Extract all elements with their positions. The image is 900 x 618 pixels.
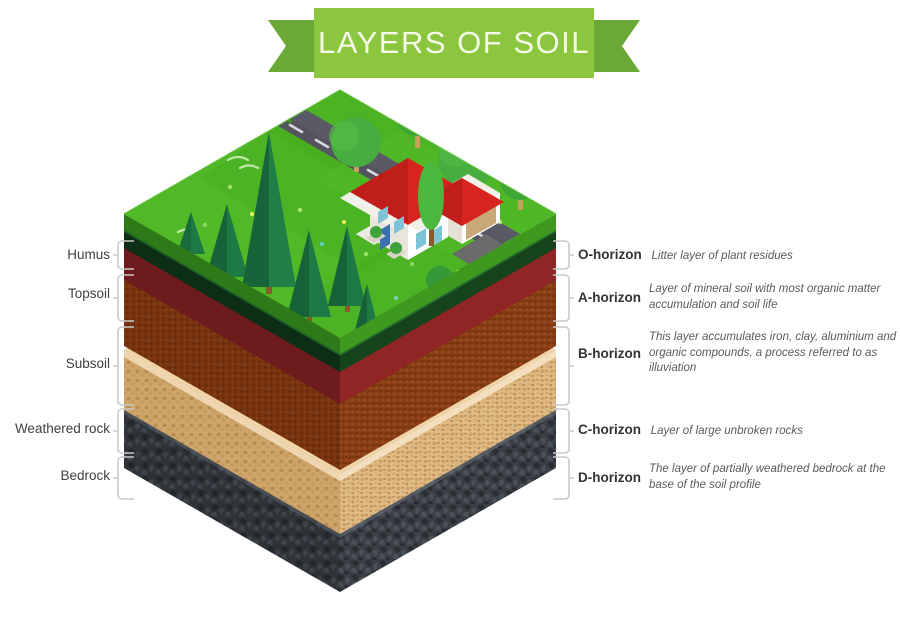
bracket-subsoil: [113, 326, 135, 406]
bracket-weathered-rock: [113, 408, 135, 454]
label-humus: Humus: [0, 247, 110, 262]
layer-subsoil: [124, 140, 556, 470]
bracket-d-horizon: [552, 456, 574, 500]
o-horizon-desc: Litter layer of plant residues: [651, 250, 793, 262]
bracket-b-horizon: [552, 326, 574, 406]
layer-topsoil: [124, 108, 556, 404]
bracket-c-horizon: [552, 408, 574, 454]
label-subsoil-text: Subsoil: [65, 356, 110, 371]
label-o-horizon: O-horizon Litter layer of plant residues: [578, 247, 898, 265]
label-b-horizon: B-horizon This layer accumulates iron, c…: [578, 330, 898, 377]
page-title: LAYERS OF SOIL: [318, 25, 590, 60]
bracket-a-horizon: [552, 274, 574, 322]
bracket-bedrock: [113, 456, 135, 500]
bracket-o-horizon: [552, 240, 574, 270]
a-horizon-desc: Layer of mineral soil with most organic …: [649, 283, 881, 311]
label-topsoil-text: Topsoil: [67, 286, 110, 301]
b-horizon-desc: This layer accumulates iron, clay, alumi…: [649, 331, 897, 375]
d-horizon-name: D-horizon: [578, 470, 641, 486]
label-topsoil: Topsoil: [0, 286, 110, 301]
layer-grass-surface: [123, 89, 557, 354]
label-subsoil: Subsoil: [0, 356, 110, 371]
banner-body: LAYERS OF SOIL: [314, 8, 594, 78]
label-humus-text: Humus: [67, 247, 110, 262]
d-horizon-desc: The layer of partially weathered bedrock…: [649, 463, 886, 491]
label-bedrock: Bedrock: [0, 468, 110, 483]
b-horizon-name: B-horizon: [578, 345, 641, 361]
label-weathered-rock: Weathered rock: [0, 421, 110, 436]
pine-trees: [177, 132, 381, 338]
layer-humus: [124, 226, 556, 372]
label-a-horizon: A-horizon Layer of mineral soil with mos…: [578, 282, 888, 313]
layer-bedrock: [124, 284, 556, 592]
c-horizon-desc: Layer of large unbroken rocks: [650, 425, 803, 437]
bracket-topsoil: [113, 274, 135, 322]
o-horizon-name: O-horizon: [578, 247, 642, 262]
house: [340, 158, 516, 272]
layer-weathered-rock: [124, 226, 556, 534]
title-banner: LAYERS OF SOIL: [268, 8, 640, 84]
label-c-horizon: C-horizon Layer of large unbroken rocks: [578, 422, 898, 440]
label-bedrock-text: Bedrock: [60, 468, 110, 483]
label-d-horizon: D-horizon The layer of partially weather…: [578, 462, 898, 493]
c-horizon-name: C-horizon: [578, 422, 641, 437]
deciduous-trees: [329, 92, 540, 294]
a-horizon-name: A-horizon: [578, 290, 641, 306]
label-weathered-rock-text: Weathered rock: [14, 421, 110, 436]
bracket-humus: [113, 240, 135, 270]
